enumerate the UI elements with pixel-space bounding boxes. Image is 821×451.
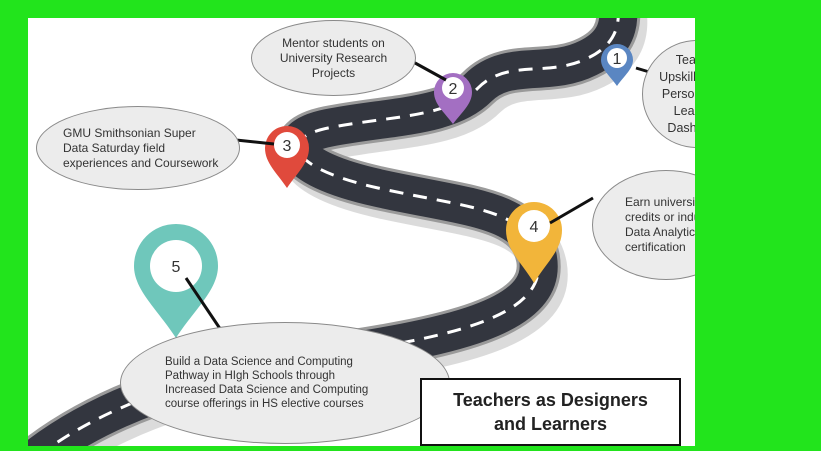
step-3-text: GMU Smithsonian Super Data Saturday fiel… [63,125,219,170]
step-1-text: Teacher Upskilling and Personalized Lear… [659,52,695,135]
pin-1: 1 [601,44,633,86]
step-2-bubble: Mentor students on University Research P… [251,20,416,96]
pin-5: 5 [134,223,218,338]
step-5-bubble: Build a Data Science and Computing Pathw… [120,322,450,444]
diagram-title: Teachers as Designers and Learners [420,378,681,446]
step-4-text: Earn university credits or industry Data… [625,195,695,254]
diagram-panel: 5 4 3 2 1 Tea [28,18,695,446]
pin-5-number: 5 [172,259,181,276]
pin-1-number: 1 [613,51,622,68]
pin-2: 2 [434,73,472,124]
connector-3 [235,138,275,146]
step-2-text: Mentor students on University Research P… [279,35,388,80]
road-lane-markings [49,18,620,446]
pin-3: 3 [265,126,309,188]
pin-2-number: 2 [449,81,458,98]
step-3-bubble: GMU Smithsonian Super Data Saturday fiel… [36,106,240,190]
connector-4 [549,196,594,225]
pin-4: 4 [506,202,562,283]
step-5-text: Build a Data Science and Computing Pathw… [165,356,369,410]
pin-3-number: 3 [283,138,292,155]
pin-4-number: 4 [530,219,539,236]
